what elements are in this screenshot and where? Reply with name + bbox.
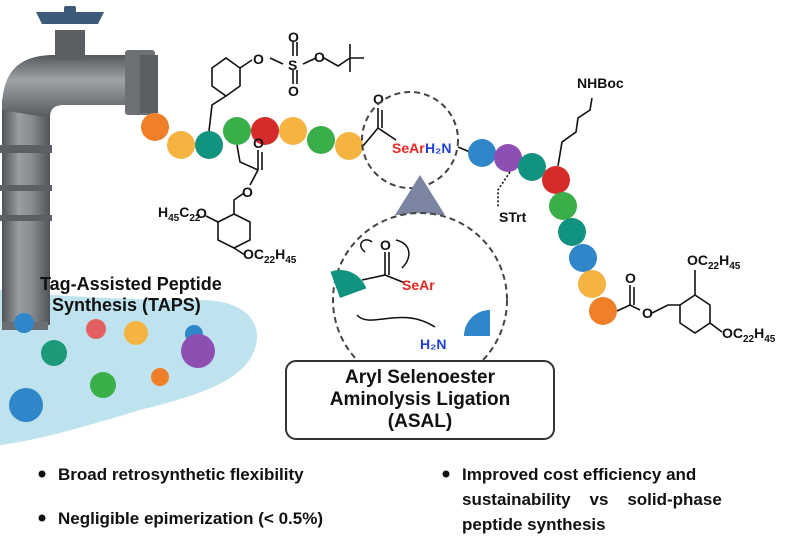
bullet-3-line2: sustainability vs solid-phase — [462, 490, 722, 509]
svg-text:O: O — [242, 184, 253, 200]
asal-box — [285, 360, 555, 440]
svg-text:O: O — [314, 49, 325, 65]
strt-label: STrt — [499, 209, 527, 225]
taps-title-line2: Synthesis (TAPS) — [52, 295, 201, 315]
left-peptide-chain — [141, 113, 363, 160]
ester-tag-right — [616, 270, 723, 334]
zoom-dashed-circle — [332, 212, 508, 388]
bullet-3-line1: Improved cost efficiency and — [462, 465, 696, 484]
zoom-triangle — [395, 175, 445, 215]
bullet-list: Broad retrosynthetic flexibility Negligi… — [38, 465, 722, 534]
asal-line1: Aryl Selenoester — [345, 367, 496, 388]
svg-text:O: O — [625, 270, 636, 286]
svg-text:O: O — [196, 205, 207, 221]
bullet-1: Broad retrosynthetic flexibility — [58, 465, 304, 484]
bullet-2: Negligible epimerization (< 0.5%) — [58, 509, 323, 528]
water-bubbles — [9, 313, 215, 422]
right-peptide-chain — [468, 139, 617, 325]
svg-text:S: S — [288, 57, 297, 73]
svg-text:O: O — [253, 51, 264, 67]
h2n-label: H₂N — [425, 140, 451, 156]
h2n-zoom-label: H₂N — [420, 336, 446, 352]
svg-text:O: O — [253, 135, 264, 151]
aryl-sulfate-sidechain — [208, 42, 364, 132]
faucet-icon — [0, 6, 158, 330]
ester-tag-left — [205, 144, 263, 256]
svg-text:OC22H45: OC22H45 — [687, 252, 741, 272]
svg-text:O: O — [642, 305, 653, 321]
h45c22o-label: H45C22 — [158, 204, 201, 224]
svg-text:O: O — [373, 91, 384, 107]
asal-line3: (ASAL) — [388, 411, 452, 432]
nhboc-label: NHBoc — [577, 75, 624, 91]
sear-label: SeAr — [392, 140, 425, 156]
svg-text:O: O — [288, 83, 299, 99]
sear-zoom-label: SeAr — [402, 277, 435, 293]
taps-title-line1: Tag-Assisted Peptide — [40, 274, 222, 294]
junction-dashed-circle — [361, 91, 459, 189]
svg-text:OC22H45: OC22H45 — [243, 246, 297, 266]
bullet-3-line3: peptide synthesis — [462, 515, 606, 534]
svg-text:O: O — [288, 29, 299, 45]
asal-line2: Aminolysis Ligation — [330, 389, 511, 410]
svg-text:O: O — [380, 237, 391, 253]
svg-text:OC22H45: OC22H45 — [722, 325, 776, 345]
zoom-mechanism: O — [330, 237, 490, 336]
